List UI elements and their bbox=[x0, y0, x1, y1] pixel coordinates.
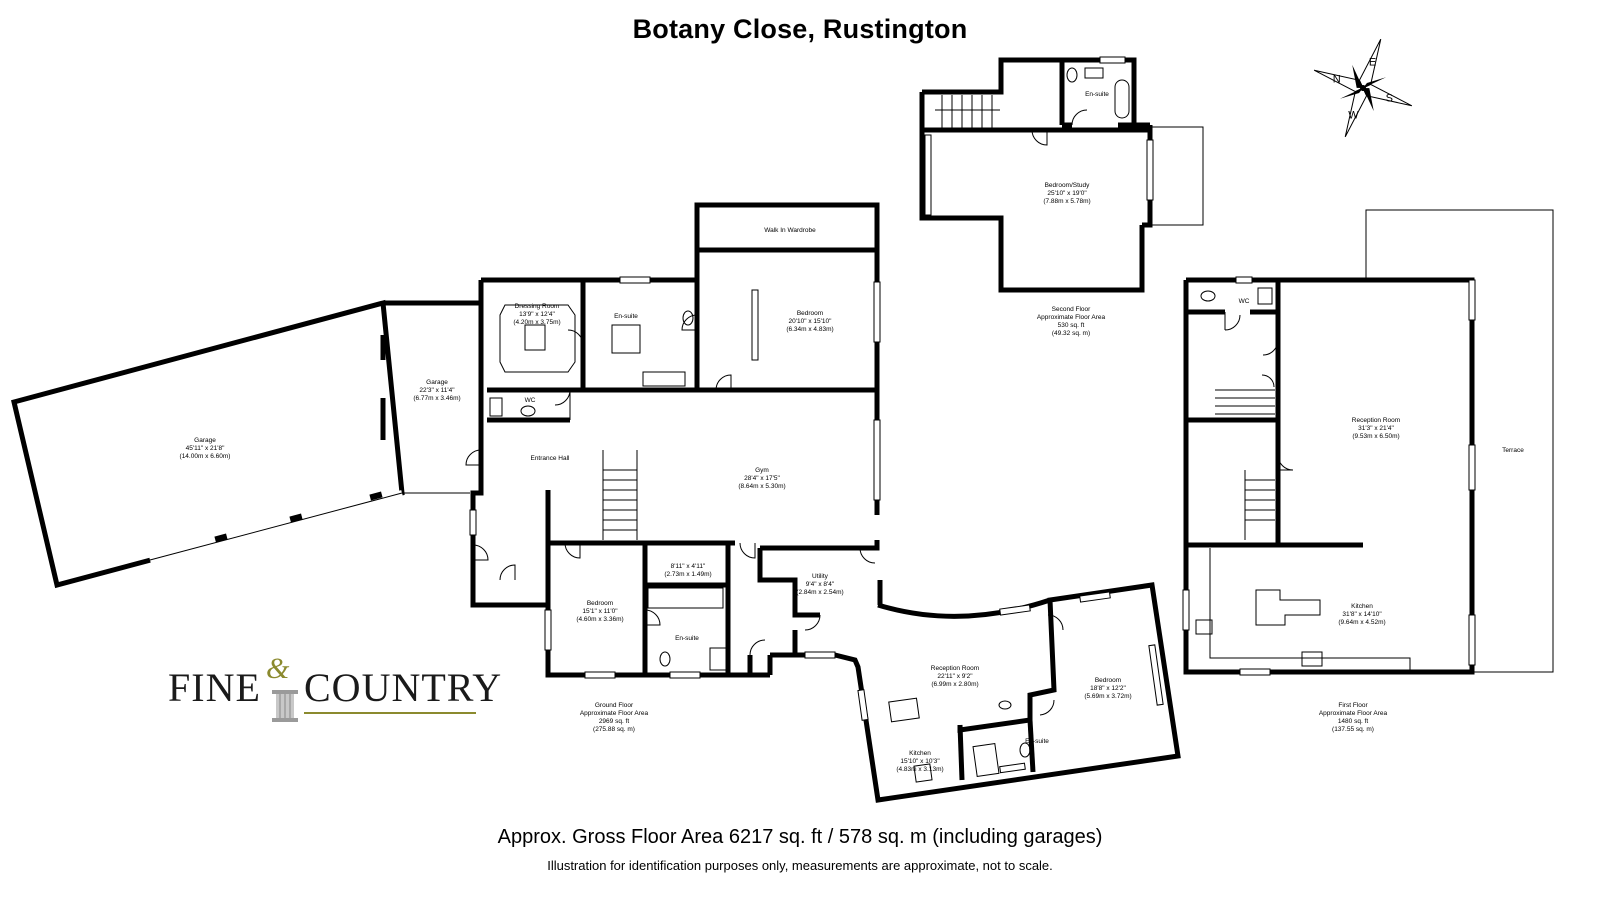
room-label-garage-large: Garage 45'11" x 21'8" (14.00m x 6.60m) bbox=[180, 437, 231, 460]
room-label-reception-annex: Reception Room 22'11" x 9'2" (6.99m x 2.… bbox=[931, 665, 979, 688]
svg-text:Utility: Utility bbox=[812, 573, 829, 580]
svg-text:530 sq. ft: 530 sq. ft bbox=[1058, 322, 1085, 329]
svg-text:(6.77m x 3.46m): (6.77m x 3.46m) bbox=[413, 395, 460, 402]
logo-ampersand: & bbox=[266, 652, 290, 685]
room-label-entrance-hall: Entrance Hall bbox=[530, 455, 570, 462]
svg-text:(2.73m x 1.49m): (2.73m x 1.49m) bbox=[664, 571, 711, 578]
svg-text:(8.64m x 5.30m): (8.64m x 5.30m) bbox=[738, 483, 785, 490]
svg-text:22'3" x 11'4": 22'3" x 11'4" bbox=[419, 387, 455, 394]
svg-text:(2.84m x 2.54m): (2.84m x 2.54m) bbox=[796, 589, 843, 596]
svg-text:Reception Room: Reception Room bbox=[1352, 417, 1400, 424]
svg-text:15'10" x 10'3": 15'10" x 10'3" bbox=[900, 758, 940, 765]
svg-text:20'10" x 15'10": 20'10" x 15'10" bbox=[789, 318, 833, 325]
svg-text:Reception Room: Reception Room bbox=[931, 665, 979, 672]
compass-s: S bbox=[1386, 93, 1393, 105]
room-label-ensuite-annex: En-suite bbox=[1025, 738, 1049, 745]
svg-text:Approximate Floor Area: Approximate Floor Area bbox=[1319, 710, 1388, 717]
svg-text:(9.64m x 4.52m): (9.64m x 4.52m) bbox=[1338, 619, 1385, 626]
svg-text:9'4" x 8'4": 9'4" x 8'4" bbox=[806, 581, 835, 588]
room-label-store: 8'11" x 4'11" (2.73m x 1.49m) bbox=[664, 563, 711, 578]
svg-text:(6.99m x 2.80m): (6.99m x 2.80m) bbox=[931, 681, 978, 688]
page-title: Botany Close, Rustington bbox=[632, 14, 968, 44]
svg-text:13'9" x 12'4": 13'9" x 12'4" bbox=[519, 311, 555, 318]
dressing-island-outline bbox=[499, 304, 576, 373]
room-label-utility: Utility 9'4" x 8'4" (2.84m x 2.54m) bbox=[796, 573, 843, 596]
disclaimer: Illustration for identification purposes… bbox=[547, 858, 1053, 873]
svg-text:Gym: Gym bbox=[755, 467, 769, 474]
svg-text:Bedroom: Bedroom bbox=[587, 600, 613, 607]
room-label-wc-gf: WC bbox=[525, 397, 536, 404]
room-label-bedroom-annex: Bedroom 18'8" x 12'2" (5.69m x 3.72m) bbox=[1084, 677, 1131, 700]
pillar-icon bbox=[272, 690, 298, 722]
svg-text:8'11" x 4'11": 8'11" x 4'11" bbox=[671, 563, 706, 570]
svg-text:(4.20m x 3.75m): (4.20m x 3.75m) bbox=[513, 319, 560, 326]
svg-text:31'8" x 14'10": 31'8" x 14'10" bbox=[1342, 611, 1382, 618]
gf-stairs bbox=[603, 469, 637, 531]
svg-text:22'11" x 9'2": 22'11" x 9'2" bbox=[937, 673, 973, 680]
compass-rose-icon: N S E W bbox=[1313, 38, 1413, 138]
svg-text:(6.34m x 4.83m): (6.34m x 4.83m) bbox=[786, 326, 833, 333]
svg-text:25'10" x 19'0": 25'10" x 19'0" bbox=[1047, 190, 1087, 197]
compass-e: E bbox=[1369, 57, 1376, 69]
svg-text:Bedroom: Bedroom bbox=[1095, 677, 1121, 684]
room-label-bedroom-gf: Bedroom 15'1" x 11'0" (4.60m x 3.36m) bbox=[576, 600, 623, 623]
second-floor-block bbox=[919, 56, 1204, 293]
svg-text:(4.83m x 3.13m): (4.83m x 3.13m) bbox=[896, 766, 943, 773]
svg-text:45'11" x 21'8": 45'11" x 21'8" bbox=[186, 445, 225, 452]
fine-and-country-logo: FINE & COUNTRY bbox=[168, 652, 501, 724]
room-label-dressing-room: Dressing Room 13'9" x 12'4" (4.20m x 3.7… bbox=[513, 303, 560, 326]
room-label-gym: Gym 28'4" x 17'5" (8.64m x 5.30m) bbox=[738, 467, 785, 490]
room-label-bedroom-study: Bedroom/Study 25'10" x 19'0" (7.88m x 5.… bbox=[1043, 182, 1090, 205]
room-label-kitchen-ff: Kitchen 31'8" x 14'10" (9.64m x 4.52m) bbox=[1338, 603, 1385, 626]
svg-text:First Floor: First Floor bbox=[1338, 702, 1368, 709]
svg-text:Bedroom: Bedroom bbox=[797, 310, 823, 317]
svg-text:Garage: Garage bbox=[426, 379, 448, 386]
svg-text:Ground Floor: Ground Floor bbox=[595, 702, 634, 709]
room-label-reception-ff: Reception Room 31'3" x 21'4" (9.53m x 6.… bbox=[1352, 417, 1400, 440]
svg-text:Dressing Room: Dressing Room bbox=[515, 303, 560, 310]
floor-caption-ground: Ground Floor Approximate Floor Area 2969… bbox=[580, 702, 649, 733]
svg-text:Kitchen: Kitchen bbox=[909, 750, 931, 757]
svg-text:31'3" x 21'4": 31'3" x 21'4" bbox=[1358, 425, 1394, 432]
svg-text:18'8" x 12'2": 18'8" x 12'2" bbox=[1090, 685, 1126, 692]
room-label-kitchen-annex: Kitchen 15'10" x 10'3" (4.83m x 3.13m) bbox=[896, 750, 943, 773]
first-floor-block bbox=[1182, 209, 1554, 676]
svg-text:(7.88m x 5.78m): (7.88m x 5.78m) bbox=[1043, 198, 1090, 205]
svg-text:1480 sq. ft: 1480 sq. ft bbox=[1338, 718, 1369, 725]
svg-text:Bedroom/Study: Bedroom/Study bbox=[1045, 182, 1091, 189]
floor-caption-first: First Floor Approximate Floor Area 1480 … bbox=[1319, 702, 1388, 733]
compass-n: N bbox=[1333, 73, 1341, 85]
floor-caption-second: Second Floor Approximate Floor Area 530 … bbox=[1037, 306, 1106, 337]
svg-text:(49.32 sq. m): (49.32 sq. m) bbox=[1052, 330, 1090, 337]
svg-text:(137.55 sq. m): (137.55 sq. m) bbox=[1332, 726, 1374, 733]
room-label-bedroom-main: Bedroom 20'10" x 15'10" (6.34m x 4.83m) bbox=[786, 310, 833, 333]
svg-text:Approximate Floor Area: Approximate Floor Area bbox=[580, 710, 649, 717]
room-label-ensuite-gf-top: En-suite bbox=[614, 313, 638, 320]
room-label-wc-ff: WC bbox=[1239, 298, 1250, 305]
svg-text:Garage: Garage bbox=[194, 437, 216, 444]
room-label-garage-small: Garage 22'3" x 11'4" (6.77m x 3.46m) bbox=[413, 379, 460, 402]
annex-block bbox=[834, 580, 1181, 803]
svg-text:28'4" x 17'5": 28'4" x 17'5" bbox=[744, 475, 780, 482]
room-label-terrace: Terrace bbox=[1502, 447, 1524, 454]
logo-fine: FINE bbox=[168, 665, 261, 710]
svg-text:(5.69m x 3.72m): (5.69m x 3.72m) bbox=[1084, 693, 1131, 700]
svg-text:Approximate Floor Area: Approximate Floor Area bbox=[1037, 314, 1106, 321]
logo-underline bbox=[304, 712, 476, 714]
compass-w: W bbox=[1348, 109, 1359, 121]
svg-text:Second Floor: Second Floor bbox=[1052, 306, 1091, 313]
svg-text:(275.88 sq. m): (275.88 sq. m) bbox=[593, 726, 635, 733]
svg-text:2969 sq. ft: 2969 sq. ft bbox=[599, 718, 630, 725]
svg-text:(4.60m x 3.36m): (4.60m x 3.36m) bbox=[576, 616, 623, 623]
logo-country: COUNTRY bbox=[304, 665, 503, 710]
svg-text:(14.00m x 6.60m): (14.00m x 6.60m) bbox=[180, 453, 231, 460]
svg-text:Kitchen: Kitchen bbox=[1351, 603, 1373, 610]
svg-text:15'1" x 11'0": 15'1" x 11'0" bbox=[582, 608, 618, 615]
room-label-walk-in-wardrobe: Walk In Wardrobe bbox=[764, 227, 816, 234]
svg-text:(9.53m x 6.50m): (9.53m x 6.50m) bbox=[1352, 433, 1399, 440]
room-label-ensuite-sf: En-suite bbox=[1085, 91, 1109, 98]
gross-floor-area: Approx. Gross Floor Area 6217 sq. ft / 5… bbox=[497, 826, 1103, 848]
room-label-ensuite-gf-bottom: En-suite bbox=[675, 635, 699, 642]
